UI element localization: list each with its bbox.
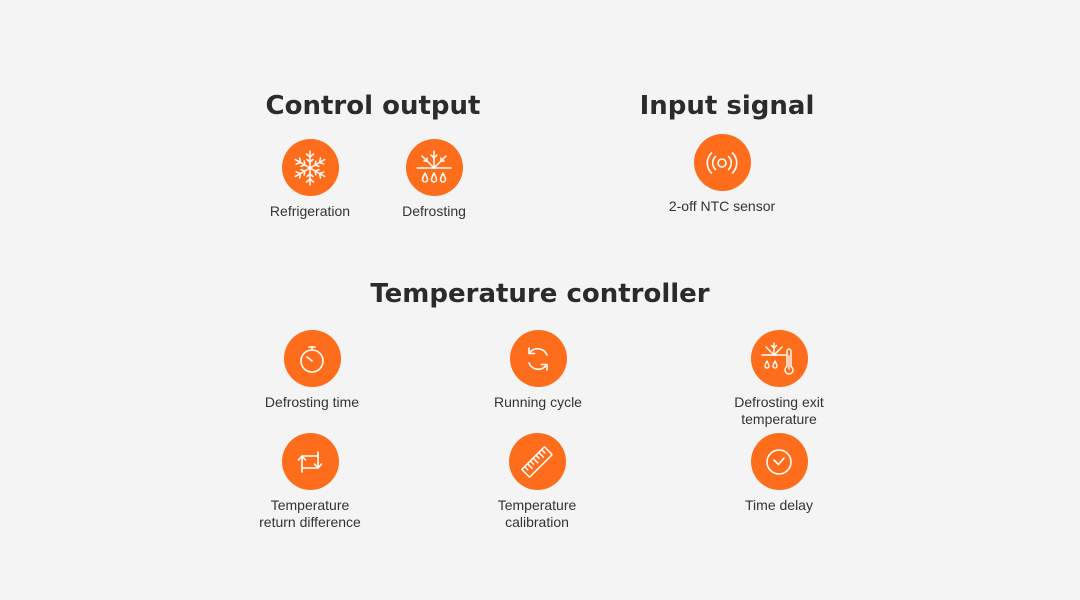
defrosting-time-label: Defrosting time <box>264 394 360 410</box>
feature-defrosting-exit-temperature: Defrosting exit temperature <box>689 330 869 428</box>
ruler-icon <box>521 445 553 478</box>
input-signal-title: Input signal <box>639 91 815 121</box>
control-output-title: Control output <box>265 91 481 121</box>
feature-temperature-return-difference: Temperature return difference <box>220 433 400 531</box>
temperature-return-difference-label: Temperature return difference <box>259 497 361 530</box>
feature-running-cycle: Running cycle <box>448 330 628 411</box>
defrost-icon <box>416 149 452 183</box>
sensor-signal-icon <box>706 151 738 174</box>
defrosting-time-circle <box>283 330 341 387</box>
temperature-controller-title: Temperature controller <box>370 279 710 309</box>
clock-icon <box>766 448 792 475</box>
feature-defrosting-time: Defrosting time <box>222 330 402 411</box>
defrosting-circle <box>405 139 463 196</box>
snowflake-icon <box>292 149 328 186</box>
refrigeration-circle <box>281 139 339 196</box>
feature-time-delay: Time delay <box>689 433 869 514</box>
temperature-calibration-label: Temperature calibration <box>497 497 577 530</box>
defrosting-exit-temperature-label: Defrosting exit temperature <box>734 394 824 427</box>
running-cycle-label: Running cycle <box>494 394 582 410</box>
feature-ntc-sensor: 2-off NTC sensor <box>632 134 812 215</box>
defrosting-exit-temperature-circle <box>750 330 808 387</box>
defrosting-label: Defrosting <box>402 203 466 219</box>
refrigeration-label: Refrigeration <box>269 203 351 219</box>
feature-defrosting: Defrosting <box>344 139 524 220</box>
time-delay-circle <box>750 433 808 490</box>
temperature-return-difference-circle <box>281 433 339 490</box>
temperature-calibration-circle <box>508 433 566 490</box>
feature-refrigeration: Refrigeration <box>220 139 400 220</box>
feature-temperature-calibration: Temperature calibration <box>447 433 627 531</box>
time-delay-label: Time delay <box>745 497 813 513</box>
running-cycle-circle <box>509 330 567 387</box>
refresh-cycle-icon <box>528 346 548 371</box>
ntc-sensor-label: 2-off NTC sensor <box>668 198 776 214</box>
ntc-sensor-circle <box>693 134 751 191</box>
stopwatch-icon <box>300 345 324 373</box>
return-arrows-icon <box>297 450 323 473</box>
defrost-thermometer-icon <box>761 341 794 375</box>
